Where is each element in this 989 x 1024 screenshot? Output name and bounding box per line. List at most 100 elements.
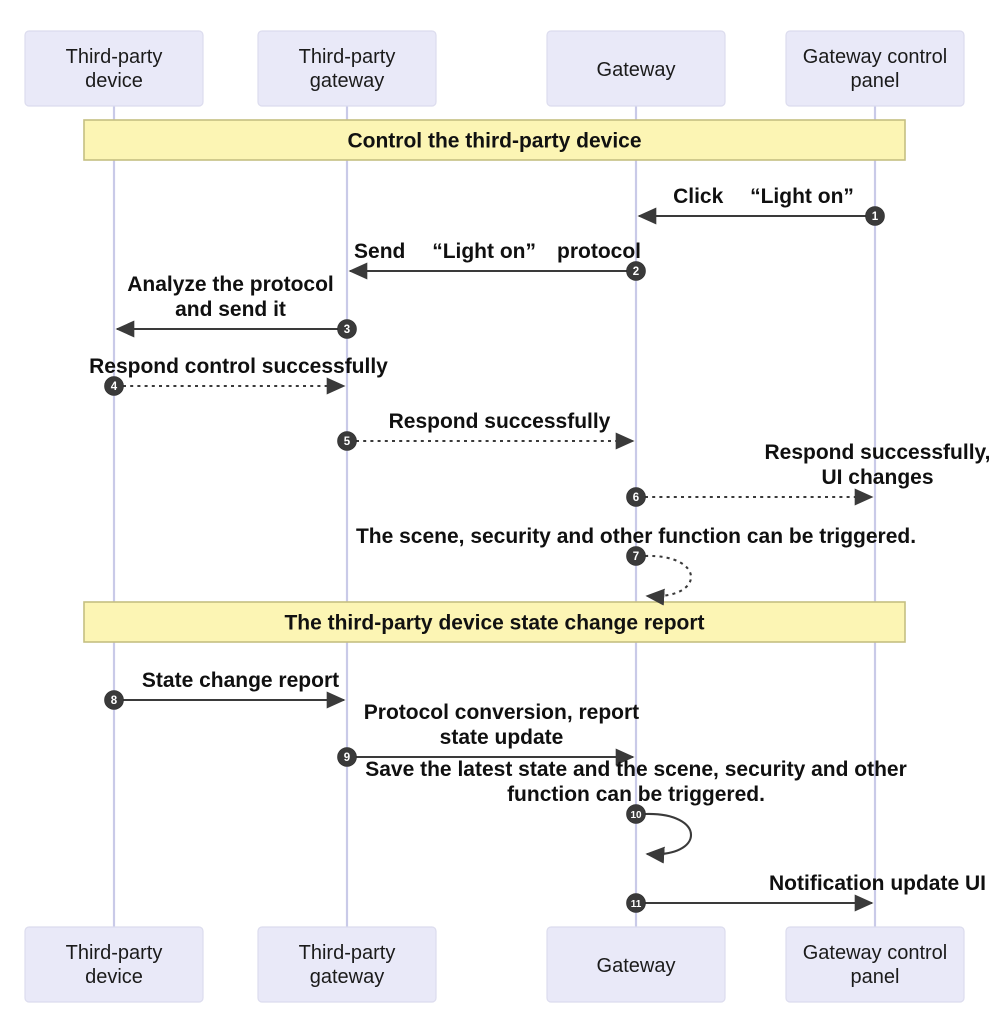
message-label: Respond control successfully	[89, 355, 388, 378]
message-6: 6 Respond successfully,UI changes	[626, 441, 989, 507]
participant-box[interactable]	[257, 926, 437, 1003]
badge-circle	[626, 893, 646, 913]
message-badge-9: 9	[337, 747, 357, 767]
section-state-report-label: The third-party device state change repo…	[284, 612, 704, 635]
participant-label-line2: device	[85, 70, 143, 92]
participant-box[interactable]	[24, 30, 204, 107]
section-control-bar	[83, 119, 906, 161]
message-badge-5: 5	[337, 431, 357, 451]
badge-number: 7	[633, 551, 639, 563]
message-label: The scene, security and other function c…	[356, 525, 916, 548]
badge-number: 9	[344, 752, 350, 764]
badge-number: 6	[633, 492, 639, 504]
participant-label-line1: Third-party	[66, 942, 163, 964]
participant-box[interactable]	[24, 926, 204, 1003]
participants-layer: Third-partydeviceThird-partydeviceThird-…	[24, 30, 965, 1003]
badge-circle	[626, 261, 646, 281]
badge-circle	[104, 690, 124, 710]
section-control: Control the third-party device	[83, 119, 906, 161]
message-label: and send it	[175, 298, 286, 321]
message-label: function can be triggered.	[507, 783, 765, 806]
badge-number: 8	[111, 695, 118, 707]
badge-circle	[626, 804, 646, 824]
participant-label-line1: Third-party	[299, 46, 396, 68]
message-badge-2: 2	[626, 261, 646, 281]
participant-label-line1: Third-party	[299, 942, 396, 964]
message-5: 5 Respond successfully	[337, 410, 635, 451]
message-badge-1: 1	[865, 206, 885, 226]
message-7: 7 The scene, security and other function …	[356, 525, 916, 606]
message-label: Protocol conversion, report	[364, 701, 639, 724]
badge-number: 2	[633, 266, 639, 278]
participant-label: Gateway	[597, 59, 676, 81]
message-8: 8 State change report	[104, 669, 346, 710]
section-state-report: The third-party device state change repo…	[83, 601, 906, 643]
badge-circle	[337, 747, 357, 767]
badge-number: 3	[344, 324, 350, 336]
participant-gateway-top[interactable]: Gateway	[546, 30, 726, 107]
participant-gateway-bottom[interactable]: Gateway	[546, 926, 726, 1003]
participant-box[interactable]	[257, 30, 437, 107]
section-state-report-bar	[83, 601, 906, 643]
message-self-loop	[644, 554, 692, 606]
message-badge-10: 10	[626, 804, 646, 824]
badge-circle	[337, 431, 357, 451]
message-badge-11: 11	[626, 893, 646, 913]
message-badge-6: 6	[626, 487, 646, 507]
participant-box[interactable]	[546, 30, 726, 107]
participant-label-line1: Third-party	[66, 46, 163, 68]
participant-label-line2: gateway	[310, 70, 385, 92]
participant-label-line2: gateway	[310, 966, 385, 988]
participant-box[interactable]	[546, 926, 726, 1003]
message-badge-8: 8	[104, 690, 124, 710]
badge-number: 5	[344, 436, 351, 448]
participant-box[interactable]	[785, 30, 965, 107]
message-badge-4: 4	[104, 376, 124, 396]
section-control-label: Control the third-party device	[347, 130, 641, 153]
badge-number: 4	[111, 381, 118, 393]
participant-label-line1: Gateway control	[803, 46, 948, 68]
message-4: 4 Respond control successfully	[89, 355, 388, 396]
message-label: Respond successfully	[389, 410, 611, 433]
message-label: Send “Light on” protocol	[354, 240, 641, 263]
participant-label-line2: device	[85, 966, 143, 988]
participant-box[interactable]	[785, 926, 965, 1003]
message-10: 10 Save the latest state and the scene, s…	[365, 758, 907, 864]
message-self-loop	[644, 812, 692, 864]
badge-circle	[626, 546, 646, 566]
message-11: 11 Notification update UI	[626, 872, 986, 913]
message-2: 2 Send “Light on” protocol	[348, 240, 646, 281]
lifelines-layer	[112, 106, 877, 927]
message-badge-3: 3	[337, 319, 357, 339]
participant-label: Gateway	[597, 955, 676, 977]
message-label: Save the latest state and the scene, sec…	[365, 758, 907, 781]
badge-number: 11	[631, 899, 642, 910]
message-badge-7: 7	[626, 546, 646, 566]
message-label: state update	[440, 726, 564, 749]
badge-circle	[626, 487, 646, 507]
message-label: UI changes	[821, 466, 933, 489]
message-label: Respond successfully,	[764, 441, 989, 464]
participant-label-line2: panel	[851, 966, 900, 988]
badge-circle	[104, 376, 124, 396]
participant-label-line1: Gateway control	[803, 942, 948, 964]
badge-circle	[865, 206, 885, 226]
message-label: State change report	[142, 669, 339, 692]
message-label: Analyze the protocol	[127, 273, 334, 296]
message-label: Notification update UI	[769, 872, 986, 895]
badge-number: 10	[630, 810, 642, 821]
participant-label-line2: panel	[851, 70, 900, 92]
